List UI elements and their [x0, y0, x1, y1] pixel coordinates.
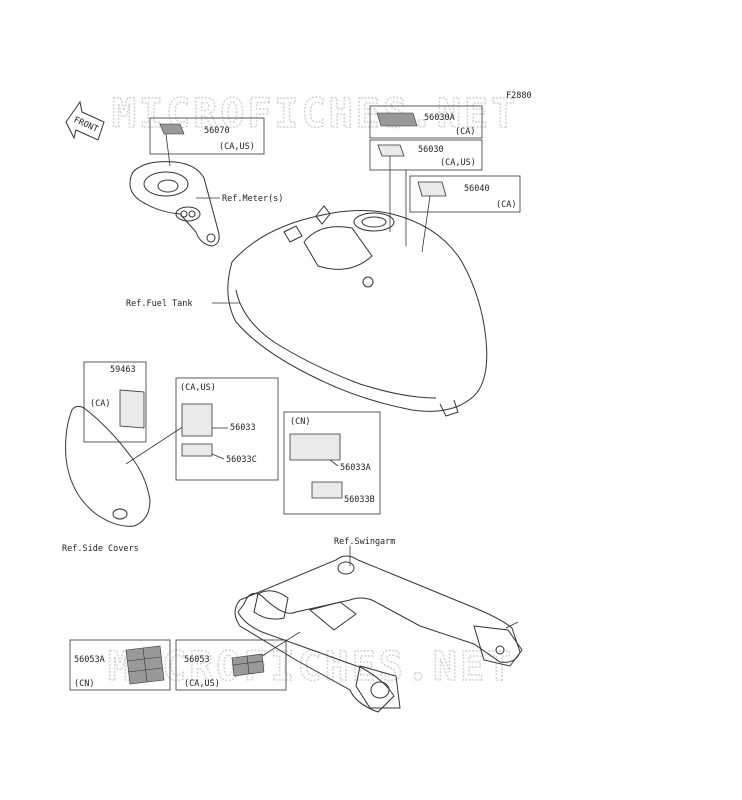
part-box-56053A: [69, 639, 171, 691]
part-box-56030A: [369, 105, 483, 139]
watermark-bottom: MICROFICHES.NET: [108, 644, 514, 690]
decal-56033A: [289, 433, 341, 461]
front-arrow-icon: FRONT: [65, 100, 105, 141]
side-cover-part: [65, 405, 151, 527]
decal-56030A: [376, 112, 418, 127]
part-box-56040: [409, 175, 521, 213]
part-box-56033A: [283, 411, 381, 515]
ref-meter-label: Ref.Meter(s): [222, 194, 283, 204]
part-region-56033A: (CN): [290, 417, 310, 427]
decal-56033B: [311, 481, 343, 499]
figure-code: F2880: [506, 91, 532, 101]
ref-side-covers-label: Ref.Side Covers: [62, 544, 139, 554]
ref-fuel-tank-label: Ref.Fuel Tank: [126, 299, 193, 309]
decal-56033C: [181, 443, 213, 457]
part-box-56030: [369, 139, 483, 171]
part-region-59463: (CA): [90, 399, 110, 409]
part-number-56033B: 56033B: [344, 495, 375, 505]
decal-56040: [417, 181, 447, 197]
ref-swingarm-label: Ref.Swingarm: [334, 537, 395, 547]
part-box-59463: [83, 361, 147, 443]
part-number-56053: 56053: [184, 655, 210, 665]
part-region-56053: (CA,US): [184, 679, 220, 689]
meter-part: [129, 161, 220, 247]
part-region-56053A: (CN): [74, 679, 94, 689]
part-number-56030A: 56030A: [424, 113, 455, 123]
part-number-56033A: 56033A: [340, 463, 371, 473]
part-number-59463: 59463: [110, 365, 136, 375]
decal-56070: [159, 123, 185, 135]
decal-56030: [377, 144, 405, 157]
part-number-56030: 56030: [418, 145, 444, 155]
decal-59463: [119, 389, 145, 429]
decal-56033: [181, 403, 213, 437]
part-number-56070: 56070: [204, 126, 230, 136]
part-region-56070: (CA,US): [219, 142, 255, 152]
part-number-56053A: 56053A: [74, 655, 105, 665]
part-number-56033C: 56033C: [226, 455, 257, 465]
part-number-56040: 56040: [464, 184, 490, 194]
decal-56053-grid: [232, 655, 264, 675]
part-box-56070: [149, 117, 265, 155]
fuel-tank-part: [227, 205, 488, 417]
decal-56053A-grid: [126, 647, 163, 683]
part-number-56033: 56033: [230, 423, 256, 433]
part-region-56030: (CA,US): [440, 158, 476, 168]
part-region-56040: (CA): [496, 200, 516, 210]
part-region-56033: (CA,US): [180, 383, 216, 393]
part-region-56030A: (CA): [455, 127, 475, 137]
swingarm-part: [234, 555, 523, 713]
part-box-56053: [175, 639, 287, 691]
part-box-56033: [175, 377, 279, 481]
